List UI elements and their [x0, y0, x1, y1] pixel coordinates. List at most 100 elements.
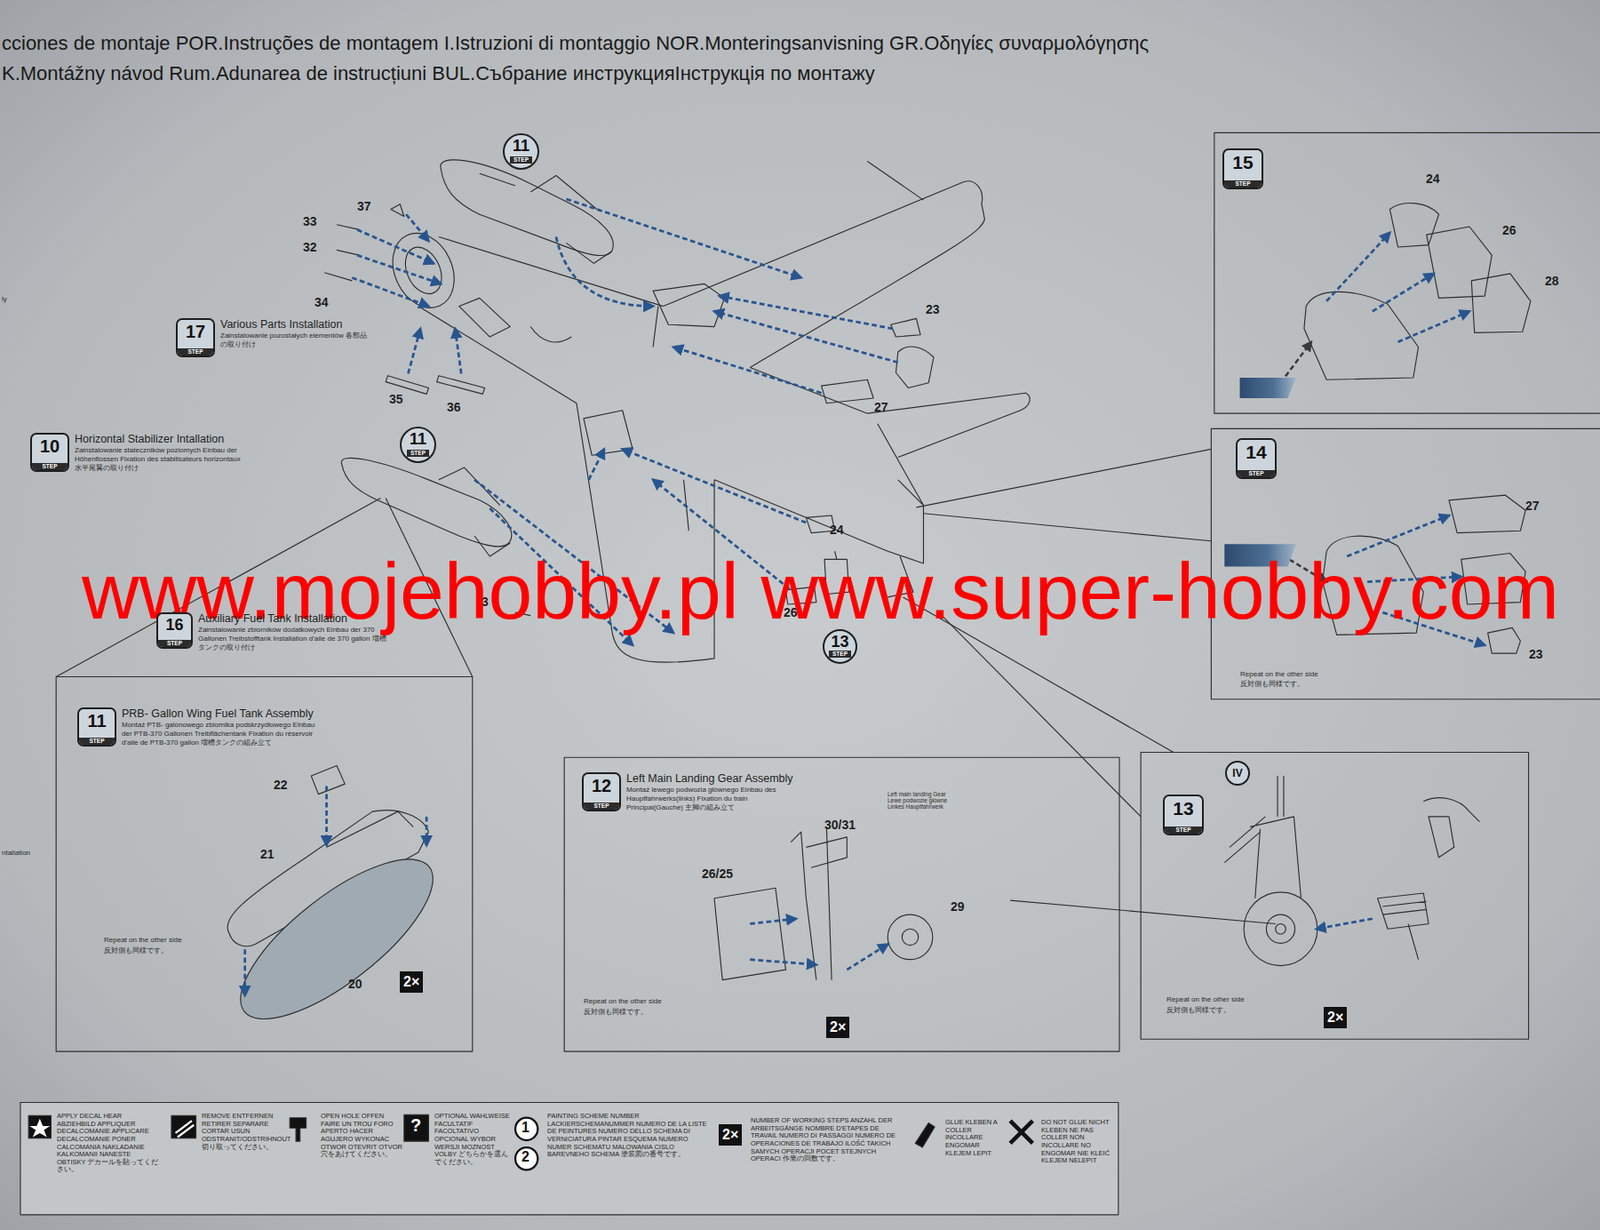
- step-circle-marker: 11STEP: [399, 426, 437, 463]
- step-title: Horizontal Stabilizer Intallation: [74, 432, 248, 446]
- step-badge: 11STEP: [399, 426, 437, 463]
- step-badge: 13STEP: [1162, 794, 1204, 836]
- step-number: 10: [39, 434, 60, 455]
- step-title-block: Horizontal Stabilizer IntallationZainsta…: [74, 432, 248, 472]
- note-text: 反対側も同様です。: [1166, 1006, 1231, 1015]
- step-number: 17: [185, 319, 206, 341]
- step-marker: 10STEPHorizontal Stabilizer IntallationZ…: [30, 432, 248, 472]
- part-number: 23: [925, 302, 940, 317]
- part-number: 21: [260, 847, 275, 861]
- step-badge: 11STEP: [77, 707, 117, 747]
- step-number: 11: [87, 708, 106, 730]
- step-word: STEP: [158, 639, 192, 647]
- note-text: 反対側も同様です。: [583, 1008, 648, 1017]
- step-marker: 15STEP: [1222, 148, 1264, 190]
- step-marker: 16STEPAuxiliary Fuel Tank InstallationZa…: [156, 612, 387, 652]
- step-title-block: Auxiliary Fuel Tank InstallationZainstal…: [198, 612, 387, 652]
- step-subtitle: Montaż PTB- galonowego zbiornika podskrz…: [121, 720, 316, 747]
- note-text: ntallation: [1, 849, 31, 858]
- note-text: 反対側も同様です。: [103, 947, 168, 956]
- step-subtitle: Montaż lewego podwozia głównego Einbau d…: [626, 785, 805, 812]
- step-number: 11: [512, 135, 530, 154]
- step-subtitle: Zainstalowanie pozostałych elementów 各部品…: [220, 331, 374, 349]
- note-text: Repeat on the other side: [1240, 670, 1319, 679]
- step-number: 16: [165, 613, 184, 633]
- optional-symbol: ?: [410, 1114, 422, 1135]
- step-number: 13: [830, 630, 849, 650]
- step-title-block: PRB- Gallon Wing Fuel Tank AssemblyMonta…: [121, 707, 316, 747]
- step-marker: 13STEP: [1162, 794, 1204, 836]
- legend-entry: OPTIONAL WAHLWEISE FACULTATIF FACOLTATIV…: [434, 1112, 510, 1166]
- part-number: 23: [1528, 647, 1544, 661]
- repeat-count-box: 2×: [718, 1123, 742, 1146]
- step-number: 15: [1232, 150, 1253, 172]
- step-circle-marker: 13STEP: [822, 628, 858, 664]
- part-number: 37: [357, 199, 372, 214]
- part-number: 29: [950, 899, 965, 914]
- step-circle-marker: IV: [1225, 760, 1250, 786]
- step-number: IV: [1232, 767, 1242, 779]
- note-text: Left main landing Gear Lewe podwozie głó…: [887, 790, 959, 810]
- step-badge: 15STEP: [1222, 148, 1264, 190]
- step-badge: 12STEP: [581, 772, 621, 812]
- legend-entry: APPLY DECAL HEAR ABZIEHBILD APPLIQUER DE…: [56, 1112, 160, 1174]
- step-title: Auxiliary Fuel Tank Installation: [198, 612, 387, 625]
- step-marker: 14STEP: [1235, 437, 1277, 479]
- step-badge: IV: [1225, 760, 1250, 786]
- step-word: STEP: [1237, 469, 1275, 478]
- scheme-symbol-number: 2: [521, 1148, 530, 1165]
- part-number: 32: [302, 240, 318, 255]
- step-word: STEP: [1164, 826, 1202, 834]
- part-number: 26: [1502, 223, 1517, 238]
- note-text: 反対側も同様です。: [1240, 680, 1305, 689]
- step-word: STEP: [177, 348, 214, 356]
- part-number: 22: [273, 778, 288, 792]
- step-number: 12: [591, 773, 612, 795]
- step-title-block: Various Parts InstallationZainstalowanie…: [220, 318, 374, 350]
- legend-entry: PAINTING SCHEME NUMBER LACKIERSCHEMANUMM…: [547, 1112, 711, 1159]
- part-number: 36: [446, 400, 462, 414]
- step-word: STEP: [509, 156, 534, 164]
- repeat-count-box: 2×: [826, 1016, 850, 1038]
- legend-entry: OPEN HOLE OFFEN FAIRE UN TROU FORO APERT…: [320, 1112, 403, 1159]
- step-title: PRB- Gallon Wing Fuel Tank Assembly: [121, 707, 316, 720]
- header-text: K.Montážny návod Rum.Adunarea de instruc…: [1, 63, 876, 85]
- step-badge: 13STEP: [822, 628, 858, 664]
- note-text: Repeat on the other side: [103, 936, 183, 945]
- step-title: Various Parts Installation: [220, 318, 374, 331]
- part-number: 24: [829, 523, 844, 537]
- part-number: 20: [348, 977, 363, 991]
- part-number: 35: [389, 392, 404, 406]
- step-marker: 12STEPLeft Main Landing Gear AssemblyMon…: [581, 772, 805, 812]
- note-text: ly: [1, 295, 8, 304]
- step-badge: 16STEP: [156, 612, 193, 649]
- repeat-count-box: 2×: [399, 971, 423, 993]
- step-marker: 11STEPPRB- Gallon Wing Fuel Tank Assembl…: [77, 707, 316, 747]
- step-badge: 17STEP: [175, 318, 215, 358]
- part-number: 30/31: [824, 818, 856, 832]
- part-number: 34: [314, 295, 329, 310]
- scheme-symbol-number: 1: [521, 1119, 530, 1136]
- step-badge: 10STEP: [30, 432, 70, 472]
- step-word: STEP: [31, 462, 68, 470]
- step-title: Left Main Landing Gear Assembly: [626, 772, 805, 785]
- legend-entry: NUMBER OF WORKING STEPS ANZAHL DER ARBEI…: [750, 1116, 904, 1163]
- step-number: 11: [409, 428, 427, 447]
- header-text: cciones de montaje POR.Instruções de mon…: [1, 32, 1149, 55]
- part-number: 24: [1425, 172, 1441, 186]
- part-number: 33: [302, 214, 318, 229]
- part-number: 28: [1544, 274, 1560, 288]
- step-badge: 14STEP: [1235, 437, 1277, 479]
- step-word: STEP: [1224, 180, 1262, 188]
- legend-entry: GLUE KLEBEN A COLLER INCOLLARE ENGOMAR K…: [945, 1118, 1005, 1157]
- step-subtitle: Zainstalowanie stateczników poziomych Ei…: [74, 445, 248, 472]
- step-number: 14: [1245, 439, 1266, 462]
- part-number: 27: [1525, 499, 1540, 513]
- step-title-block: Left Main Landing Gear AssemblyMontaż le…: [626, 772, 805, 812]
- part-number: 27: [874, 400, 889, 414]
- step-circle-marker: 11STEP: [502, 133, 540, 170]
- legend-entry: REMOVE ENTFERNEN RETIRER SEPARARE CORTAR…: [201, 1112, 282, 1151]
- repeat-count-box: 2×: [1323, 1006, 1347, 1028]
- step-word: STEP: [828, 650, 852, 658]
